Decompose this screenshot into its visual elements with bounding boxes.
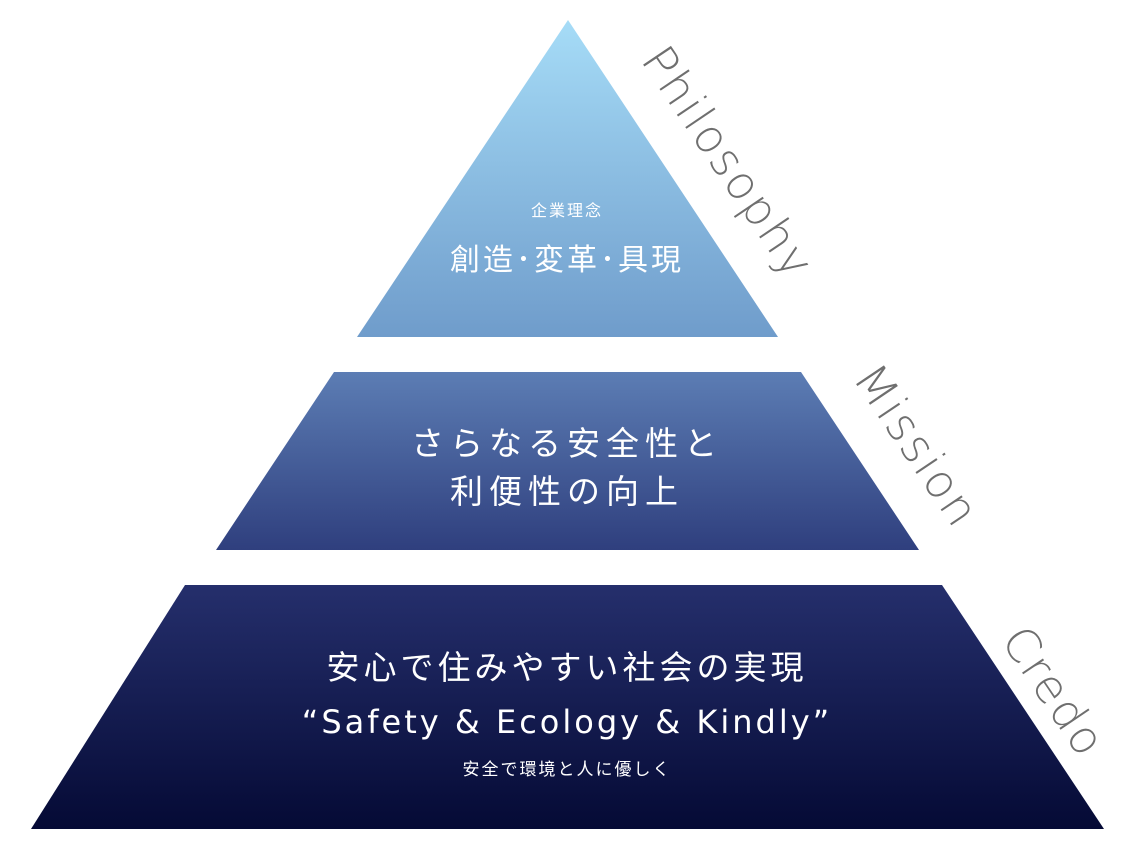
mission-line-2: 利便性の向上	[450, 472, 684, 511]
philosophy-small-label: 企業理念	[531, 201, 603, 220]
credo-line-2: “Safety & Ecology & Kindly”	[302, 703, 833, 741]
philosophy-main-text: 創造･変革･具現	[450, 243, 684, 278]
tier-philosophy-shape	[357, 20, 778, 337]
mission-line-1: さらなる安全性と	[411, 424, 723, 463]
credo-line-1: 安心で住みやすい社会の実現	[327, 648, 808, 687]
tier-credo-shape	[31, 585, 1104, 829]
tier-mission-shape	[216, 372, 919, 550]
credo-line-3: 安全で環境と人に優しく	[463, 760, 672, 780]
